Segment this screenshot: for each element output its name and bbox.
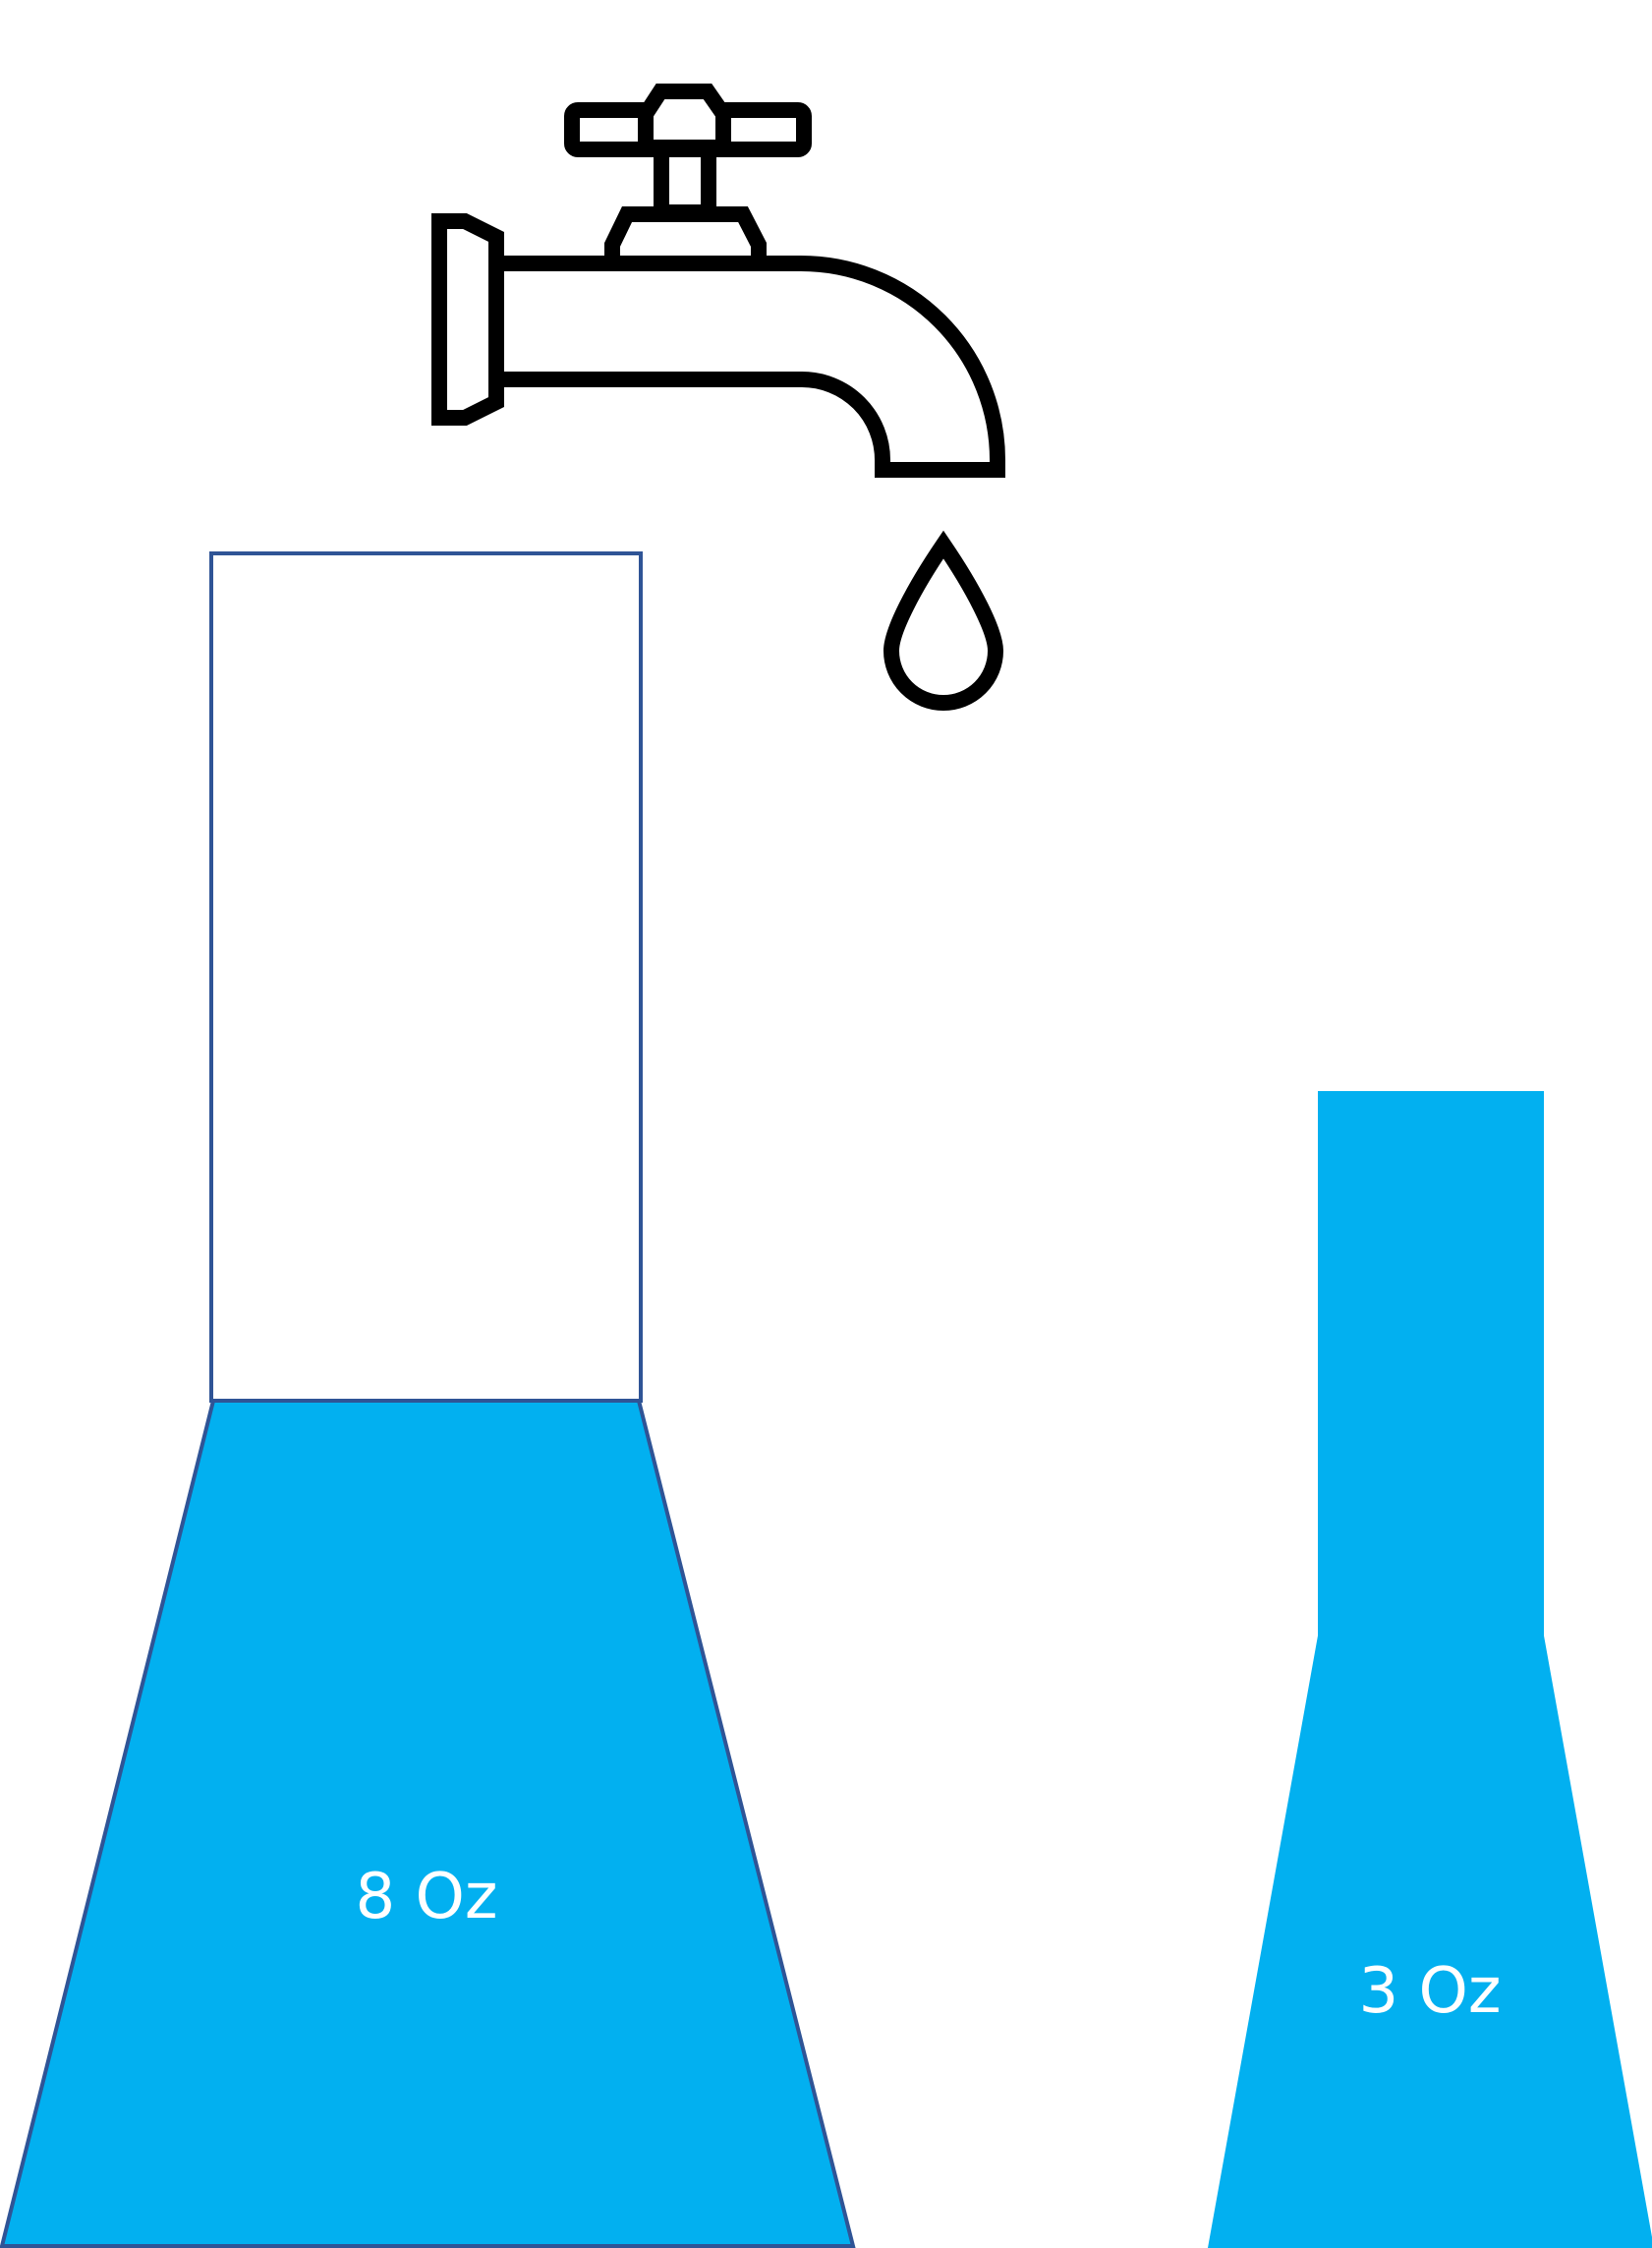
faucet-handle-cap: [638, 84, 731, 155]
vessel-large-label: 8 Oz: [355, 1861, 497, 1933]
faucet-stem: [654, 142, 716, 220]
faucet-wall-flange: [431, 213, 504, 426]
faucet-spout: [488, 256, 1005, 478]
vessel-small-water: [1208, 1091, 1652, 2248]
vessel-small-label: 3 Oz: [1358, 1955, 1501, 2028]
water-drop-icon: [883, 530, 1004, 711]
vessel-large: 8 Oz: [0, 551, 856, 2248]
vessel-large-empty-column: [209, 551, 643, 1403]
vessel-large-water: [0, 1399, 856, 2248]
faucet-icon: [431, 84, 1005, 478]
vessel-small: 3 Oz: [1208, 1091, 1652, 2248]
